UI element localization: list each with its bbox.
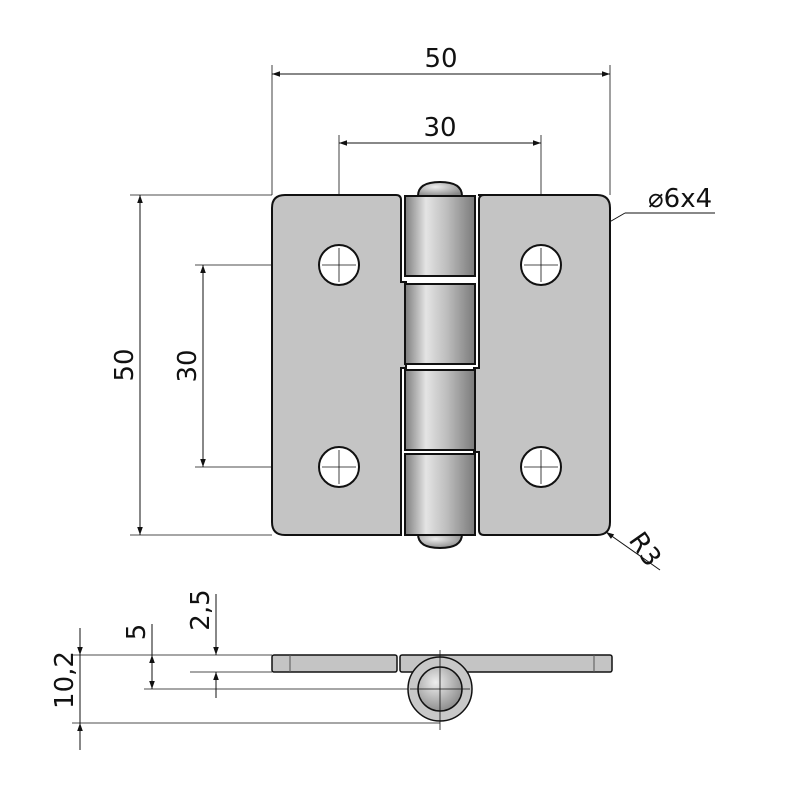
dimension-label-hole-spacing-h: 30 [423, 113, 456, 143]
pin-cap-bottom [416, 533, 464, 550]
knuckle [404, 369, 476, 451]
knuckle [404, 195, 476, 277]
side-view: 10,2 5 2,5 [50, 589, 613, 750]
dimension-label-total-thickness: 10,2 [50, 651, 80, 709]
front-view: 50 30 50 30 ⌀6x4 R3 [110, 44, 715, 572]
hole-bottom-right [520, 446, 562, 488]
dimension-label-width: 50 [424, 44, 457, 74]
knuckle [404, 453, 476, 536]
dimension-label-pin-offset: 5 [122, 624, 152, 641]
radius-label: R3 [622, 527, 666, 573]
knuckle [404, 283, 476, 365]
pin-cap-top [416, 180, 464, 197]
hole-callout-label: ⌀6x4 [648, 184, 712, 214]
radius-leader [605, 531, 661, 571]
hole-top-right [520, 244, 562, 286]
dimension-label-height: 50 [110, 348, 140, 381]
left-leaf [271, 194, 407, 536]
dimension-label-hole-spacing-v: 30 [173, 349, 203, 382]
hole-top-left [318, 244, 360, 286]
dimension-label-plate-thickness: 2,5 [186, 589, 216, 630]
side-leaf-left [271, 654, 398, 673]
right-leaf [473, 194, 611, 536]
hole-bottom-left [318, 446, 360, 488]
